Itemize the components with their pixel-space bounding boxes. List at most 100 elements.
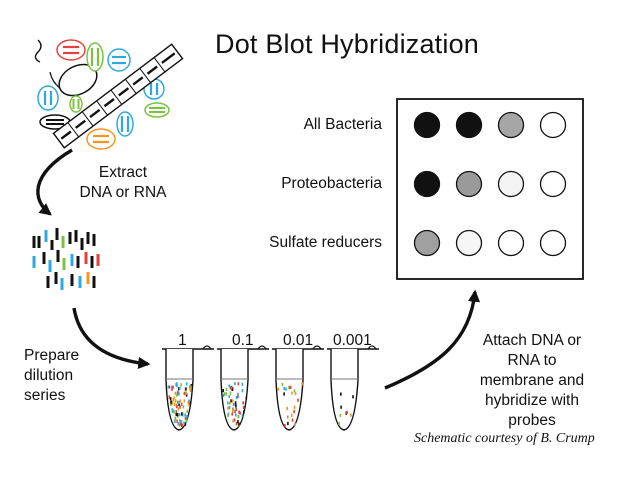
tube-speck xyxy=(237,414,240,418)
tube-body xyxy=(330,349,359,431)
tube-speck xyxy=(174,399,177,403)
blot-dot xyxy=(455,111,483,139)
tube-speck xyxy=(186,415,188,419)
diagram-title: Dot Blot Hybridization xyxy=(215,29,480,59)
tube-speck xyxy=(178,402,180,406)
tube-speck xyxy=(189,388,192,392)
tube-speck xyxy=(237,395,239,399)
tube-speck xyxy=(289,385,291,390)
tube-speck xyxy=(176,400,179,404)
tube-speck xyxy=(235,421,238,426)
tube-speck xyxy=(183,391,186,396)
tube-speck xyxy=(175,383,177,387)
tube-speck xyxy=(190,385,192,389)
tube-speck xyxy=(185,391,187,395)
tube-speck xyxy=(171,408,174,412)
dna-strip xyxy=(52,43,184,149)
tube-speck xyxy=(227,401,229,405)
tube-speck xyxy=(283,392,285,396)
blot-dot xyxy=(413,170,441,198)
tube-speck xyxy=(286,406,288,410)
tube-speck xyxy=(233,418,236,422)
step-dilution-label: Prepare dilution series xyxy=(24,347,80,404)
tube-speck xyxy=(235,413,237,417)
tube-speck xyxy=(184,413,186,417)
tube-speck xyxy=(228,405,231,410)
tube-speck xyxy=(288,385,290,389)
tube-speck xyxy=(176,384,178,388)
tube-speck xyxy=(172,398,174,402)
tube-speck xyxy=(235,407,237,411)
blot-dot xyxy=(455,229,483,257)
tube-speck xyxy=(239,411,241,415)
tube-speck xyxy=(231,410,234,414)
tube-speck xyxy=(179,422,182,426)
tube-speck xyxy=(178,400,180,405)
tube-speck xyxy=(287,415,289,419)
tube-speck xyxy=(189,401,192,405)
tube-speck xyxy=(284,423,286,428)
tube-speck xyxy=(340,405,342,409)
blot-dot xyxy=(413,111,441,139)
tube-speck xyxy=(171,387,173,391)
tube-speck xyxy=(170,400,172,404)
blot-dot xyxy=(539,170,567,198)
tube-speck xyxy=(223,392,226,396)
tube-speck xyxy=(281,382,284,386)
tube-speck xyxy=(173,410,175,414)
tube-speck xyxy=(179,399,181,403)
cell-blue-left xyxy=(37,85,59,111)
tube-speck xyxy=(301,382,303,386)
tube-speck xyxy=(287,421,289,426)
tube-speck xyxy=(234,409,236,413)
tube-speck xyxy=(352,395,354,399)
tube-speck xyxy=(232,419,234,423)
tube-speck xyxy=(237,382,240,386)
image-credit: Schematic courtesy of B. Crump xyxy=(414,431,595,446)
tube-speck xyxy=(181,412,183,416)
tube-speck xyxy=(293,389,296,393)
dilution-tube xyxy=(327,345,379,431)
cell-orange xyxy=(86,128,116,150)
tube-speck xyxy=(227,413,229,417)
tube-speck xyxy=(228,395,231,399)
tube-speck xyxy=(182,405,185,409)
dilution-label-2: 0.1 xyxy=(232,332,254,349)
tube-speck xyxy=(234,382,236,386)
tube-speck xyxy=(176,419,178,423)
blot-dot xyxy=(497,111,525,139)
tube-speck xyxy=(180,383,182,387)
tube-speck xyxy=(174,391,177,395)
tube-speck xyxy=(175,413,178,417)
tube-speck xyxy=(179,405,181,409)
tube-speck xyxy=(234,401,237,405)
tube-speck xyxy=(176,393,178,397)
dilution-label-3: 0.01 xyxy=(283,332,314,349)
tube-speck xyxy=(228,384,231,388)
tube-speck xyxy=(238,422,240,426)
arrow-extract xyxy=(36,148,73,216)
tube-speck xyxy=(242,405,245,410)
cell-green-right xyxy=(144,102,170,118)
tube-speck xyxy=(177,422,179,426)
tube-speck xyxy=(243,410,245,414)
tube-speck xyxy=(172,385,174,389)
tube-speck xyxy=(168,385,171,389)
tube-speck xyxy=(285,387,287,391)
tube-speck xyxy=(293,410,295,414)
tube-speck xyxy=(171,385,173,389)
cell-red xyxy=(56,39,86,61)
tube-speck xyxy=(233,402,235,407)
tube-speck xyxy=(174,419,176,423)
dilution-tube xyxy=(217,345,269,431)
tube-speck xyxy=(178,392,180,396)
tube-cap-hinge xyxy=(312,345,322,350)
tube-speck xyxy=(237,420,239,424)
tube-cap-hinge xyxy=(202,345,212,350)
tube-speck xyxy=(184,422,187,426)
dilution-tube xyxy=(162,345,214,431)
tube-speck xyxy=(175,410,178,414)
tube-speck xyxy=(232,408,234,412)
tube-speck xyxy=(340,392,342,396)
